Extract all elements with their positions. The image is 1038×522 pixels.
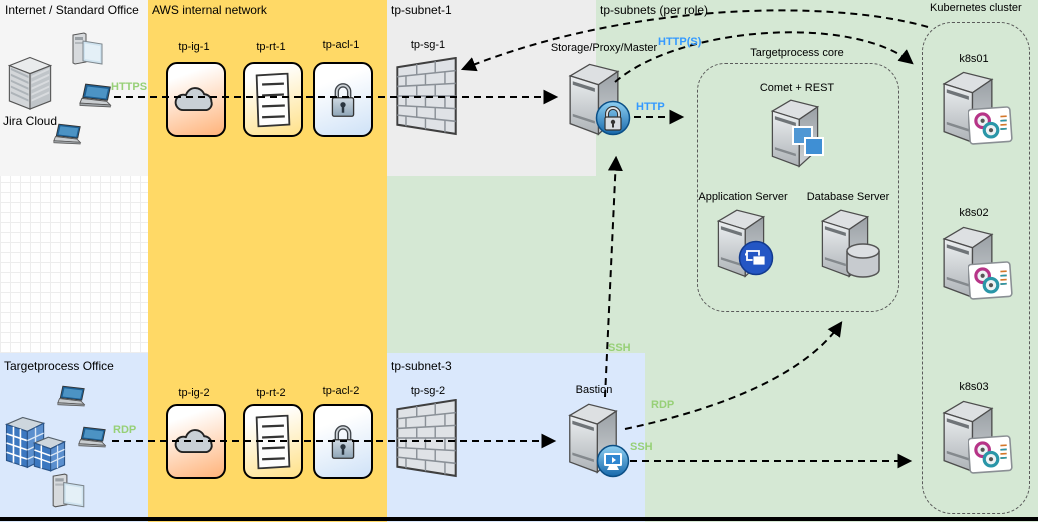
firewall-icon [396,57,458,137]
region-title-subnet1: tp-subnet-1 [391,3,452,17]
route-table-icon [253,72,293,128]
rdp-in-label: RDP [113,424,137,436]
k8s02-label: k8s02 [959,207,989,219]
jira-cloud-server-icon [2,56,58,112]
laptop-icon [53,123,86,146]
ssh-storage-label: SSH [608,342,631,354]
tp-acl-1-node [313,62,373,137]
canvas-grid [0,176,148,353]
tp-sg-1-label: tp-sg-1 [410,39,446,51]
storage-proxy-master-label: Storage/Proxy/Master [550,42,658,54]
container-title-core: Targetprocess core [750,47,844,59]
cloud-icon [173,84,219,115]
software-card-icon [968,106,1014,146]
lock-badge-icon [595,100,631,136]
application-server-label: Application Server [698,191,788,203]
k8s03-label: k8s03 [959,381,989,393]
database-server-label: Database Server [806,191,890,203]
swimlane-bottom-border [0,517,1038,521]
https-k8s-label: HTTP(S) [658,36,702,48]
tp-sg-2-label: tp-sg-2 [410,385,446,397]
bastion-label: Bastion [575,384,613,396]
office-buildings-icon [4,414,74,472]
tp-rt-2-label: tp-rt-2 [256,387,286,399]
comet-rest-label: Comet + REST [759,82,835,94]
lock-icon [328,421,358,462]
tp-acl-1-label: tp-acl-1 [322,39,360,51]
region-title-aws: AWS internal network [152,3,267,17]
k8s01-label: k8s01 [959,53,989,65]
lock-icon [328,79,358,120]
desktop-computer-icon [70,32,106,68]
app-windows-badge-icon [738,240,774,276]
tp-rt-2-node [243,404,303,479]
https-label: HTTPS [111,81,148,93]
rdp-core-label: RDP [651,399,675,411]
database-cylinder-icon [846,243,880,278]
http-label: HTTP [636,101,665,113]
workstation-icon [50,472,88,512]
remote-desktop-badge-icon [596,444,630,478]
cloud-icon [173,426,219,457]
region-title-internet-office: Internet / Standard Office [5,3,139,17]
tp-ig-1-label: tp-ig-1 [178,41,210,53]
software-card-icon [968,261,1014,301]
software-card-icon [968,435,1014,475]
region-title-tp-office: Targetprocess Office [4,359,114,373]
tp-rt-1-label: tp-rt-1 [256,41,286,53]
container-kubernetes-cluster [922,22,1030,514]
jira-cloud-label: Jira Cloud [2,114,58,128]
tp-acl-2-node [313,404,373,479]
tp-rt-1-node [243,62,303,137]
route-table-icon [253,414,293,470]
ssh-k8s-label: SSH [630,441,653,453]
laptop-icon [57,385,90,408]
region-title-subnets-role: tp-subnets (per role) [600,3,709,17]
tp-acl-2-label: tp-acl-2 [322,385,360,397]
region-title-k8s-cluster: Kubernetes cluster [930,2,1022,14]
firewall-icon [396,399,458,479]
tp-ig-2-node [166,404,226,479]
laptop-icon [78,426,111,449]
tp-ig-2-label: tp-ig-2 [178,387,210,399]
windows-badge-icon [792,126,824,156]
tp-ig-1-node [166,62,226,137]
region-title-subnet3: tp-subnet-3 [391,359,452,373]
